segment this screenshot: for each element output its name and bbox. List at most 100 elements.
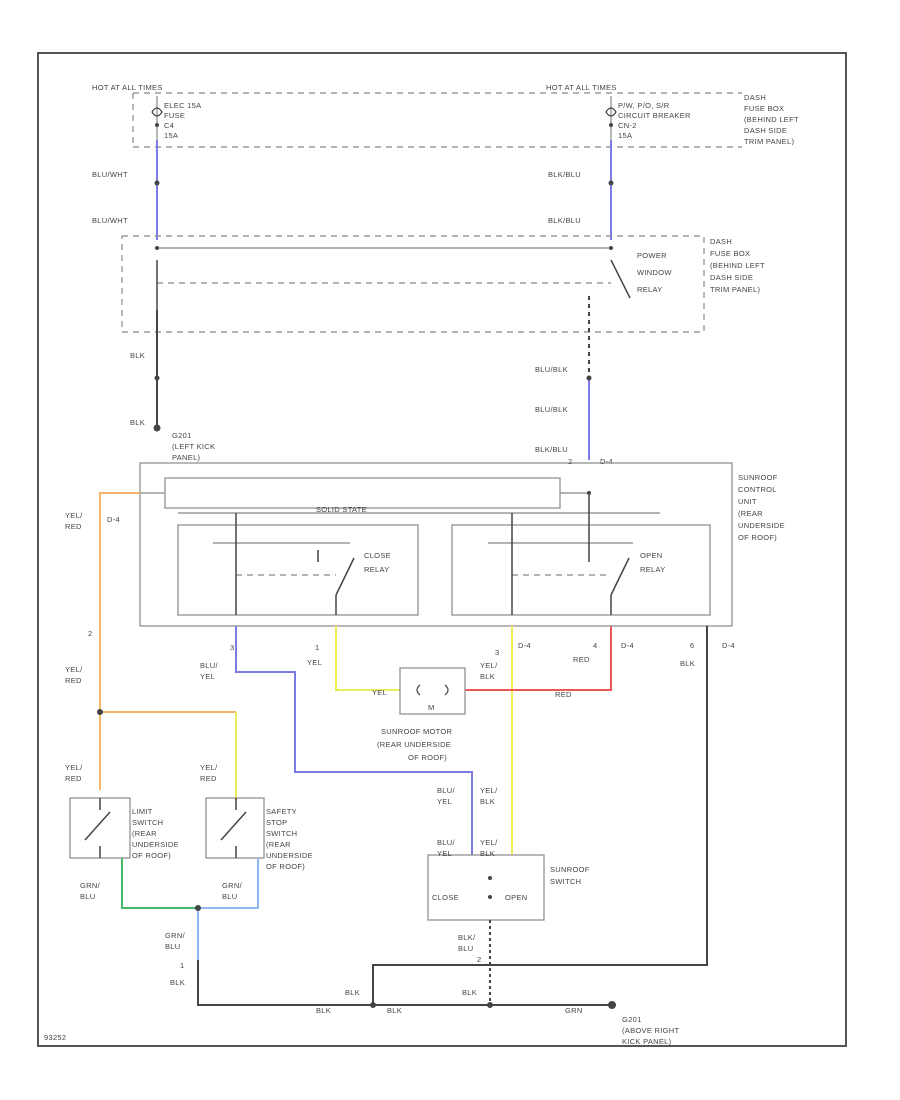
dash-box-top-line5: TRIM PANEL) — [744, 137, 794, 146]
g201b-line3: KICK PANEL) — [622, 1037, 672, 1046]
switch-open-label: OPEN — [505, 893, 527, 902]
pin-2-yelred: 2 — [88, 629, 92, 638]
wire-label-yel-blk-3b: BLK — [480, 849, 495, 858]
wire-label-grn-blu-2b: BLU — [222, 892, 238, 901]
wire-label-blu-yel-1b: YEL — [200, 672, 215, 681]
wire-label-grn-blu-2a: GRN/ — [222, 881, 243, 890]
wire-yel-motor — [335, 626, 400, 691]
wire-label-blk-6: BLK — [316, 1006, 331, 1015]
solid-state-label: SOLID STATE — [316, 505, 367, 514]
motor-line1: SUNROOF MOTOR — [381, 727, 453, 736]
switch-close-label: CLOSE — [432, 893, 459, 902]
wire-label-blu-wht-2: BLU/WHT — [92, 216, 128, 225]
limit-switch-line5: OF ROOF) — [132, 851, 171, 860]
wire-label-grn-blu-3a: GRN/ — [165, 931, 186, 940]
wire-label-blk-5: BLK — [345, 988, 360, 997]
sunroof-control-unit: SOLID STATE CLOSE RELAY OPEN RELAY SUNRO… — [139, 462, 785, 627]
wire-label-yel-red-1b: RED — [65, 522, 82, 531]
dash-box-mid-line5: TRIM PANEL) — [710, 285, 760, 294]
wire-label-yel-red-3b: RED — [65, 774, 82, 783]
wire-red-motor — [465, 626, 612, 691]
wire-label-blk-1: BLK — [130, 351, 145, 360]
limit-switch: LIMIT SWITCH (REAR UNDERSIDE OF ROOF) — [69, 797, 179, 860]
wire-yel-red-left — [99, 492, 140, 790]
left-feed-label: HOT AT ALL TIMES — [92, 83, 163, 92]
wire-label-grn-blu-3b: BLU — [165, 942, 181, 951]
wire-label-yel-blk-2b: BLK — [480, 797, 495, 806]
wire-label-yel-red-4a: YEL/ — [200, 763, 218, 772]
ground-g201b-dot — [608, 1001, 616, 1009]
wire-label-grn-blu-1a: GRN/ — [80, 881, 101, 890]
pin-3b: 3 — [495, 648, 499, 657]
wire-label-yel-blk-1b: BLK — [480, 672, 495, 681]
wire-label-yel-red-1a: YEL/ — [65, 511, 83, 520]
motor-line3: OF ROOF) — [408, 753, 447, 762]
wire-label-yel-red-2a: YEL/ — [65, 665, 83, 674]
safety-switch-line5: UNDERSIDE — [266, 851, 313, 860]
motor-symbol: M — [428, 703, 435, 712]
g201-line1: G201 — [172, 431, 192, 440]
connector-d4-d: D-4 — [621, 641, 634, 650]
fuse-right-line4: 15A — [618, 131, 632, 140]
dash-box-top-line3: (BEHIND LEFT — [744, 115, 799, 124]
safety-switch: SAFETY STOP SWITCH (REAR UNDERSIDE OF RO… — [205, 797, 313, 871]
wire-blk-pin6 — [372, 626, 708, 1005]
wire-label-blu-blk-1: BLU/BLK — [535, 365, 568, 374]
wire-label-blk-7: BLK — [387, 1006, 402, 1015]
pin-1a: 1 — [315, 643, 319, 652]
wire-label-yel-red-4b: RED — [200, 774, 217, 783]
fuse-left-icon — [151, 96, 163, 140]
figure-id: 93252 — [44, 1033, 66, 1042]
dash-box-top-line2: FUSE BOX — [744, 104, 784, 113]
dash-box-mid-line3: (BEHIND LEFT — [710, 261, 765, 270]
wire-label-blu-yel-1a: BLU/ — [200, 661, 218, 670]
open-relay-line2: RELAY — [640, 565, 666, 574]
power-window-relay-box: POWER WINDOW RELAY DASH FUSE BOX (BEHIND… — [121, 235, 765, 333]
fuse-left-line4: 15A — [164, 131, 178, 140]
wire-label-yel-blk-2a: YEL/ — [480, 786, 498, 795]
pin-6a: 6 — [690, 641, 694, 650]
wire-label-red-1: RED — [573, 655, 590, 664]
limit-switch-line2: SWITCH — [132, 818, 163, 827]
dash-box-top-line4: DASH SIDE — [744, 126, 787, 135]
control-unit-line1: SUNROOF — [738, 473, 778, 482]
sunroof-switch-line1: SUNROOF — [550, 865, 590, 874]
limit-switch-line4: UNDERSIDE — [132, 840, 179, 849]
open-relay-line1: OPEN — [640, 551, 662, 560]
power-window-relay-line3: RELAY — [637, 285, 663, 294]
pin-4a: 4 — [593, 641, 597, 650]
wire-label-blu-wht-1: BLU/WHT — [92, 170, 128, 179]
wire-label-blk-blu-sw-b: BLU — [458, 944, 474, 953]
fuse-right-line2: CIRCUIT BREAKER — [618, 111, 691, 120]
limit-switch-line3: (REAR — [132, 829, 157, 838]
wire-blk-ground — [197, 960, 610, 1006]
fuse-left-line2: FUSE — [164, 111, 185, 120]
dash-box-mid-line2: FUSE BOX — [710, 249, 750, 258]
wire-label-blk-8: BLK — [462, 988, 477, 997]
safety-switch-line2: STOP — [266, 818, 287, 827]
dash-box-mid-line1: DASH — [710, 237, 732, 246]
safety-switch-line3: SWITCH — [266, 829, 297, 838]
fuse-right-line1: P/W, P/O, S/R — [618, 101, 670, 110]
wire-label-red-motor: RED — [555, 690, 572, 699]
wire-label-blu-yel-2b: YEL — [437, 797, 452, 806]
sunroof-motor: M SUNROOF MOTOR (REAR UNDERSIDE OF ROOF) — [377, 667, 466, 762]
g201-line3: PANEL) — [172, 453, 201, 462]
pin-3a: 3 — [230, 643, 234, 652]
ground-g201-dot — [153, 424, 161, 432]
fuse-left-line1: ELEC 15A — [164, 101, 201, 110]
wire-label-blk-3: BLK — [680, 659, 695, 668]
connector-d4-c: D-4 — [518, 641, 531, 650]
safety-switch-line4: (REAR — [266, 840, 291, 849]
wire-blu-yel — [235, 626, 473, 855]
wire-grn-blu-safety — [198, 858, 259, 909]
g201b-line1: G201 — [622, 1015, 642, 1024]
wire-label-blk-blu-sw-a: BLK/ — [458, 933, 476, 942]
wire-label-yel-blk-1a: YEL/ — [480, 661, 498, 670]
wire-label-blk-blu-1: BLK/BLU — [548, 170, 581, 179]
connector-d4-e: D-4 — [722, 641, 735, 650]
wire-label-grn-g: GRN — [565, 1006, 583, 1015]
pin-2a: 2 — [568, 457, 572, 466]
sunroof-switch: CLOSE OPEN SUNROOF SWITCH — [427, 854, 590, 921]
wire-label-blu-blk-2: BLU/BLK — [535, 405, 568, 414]
